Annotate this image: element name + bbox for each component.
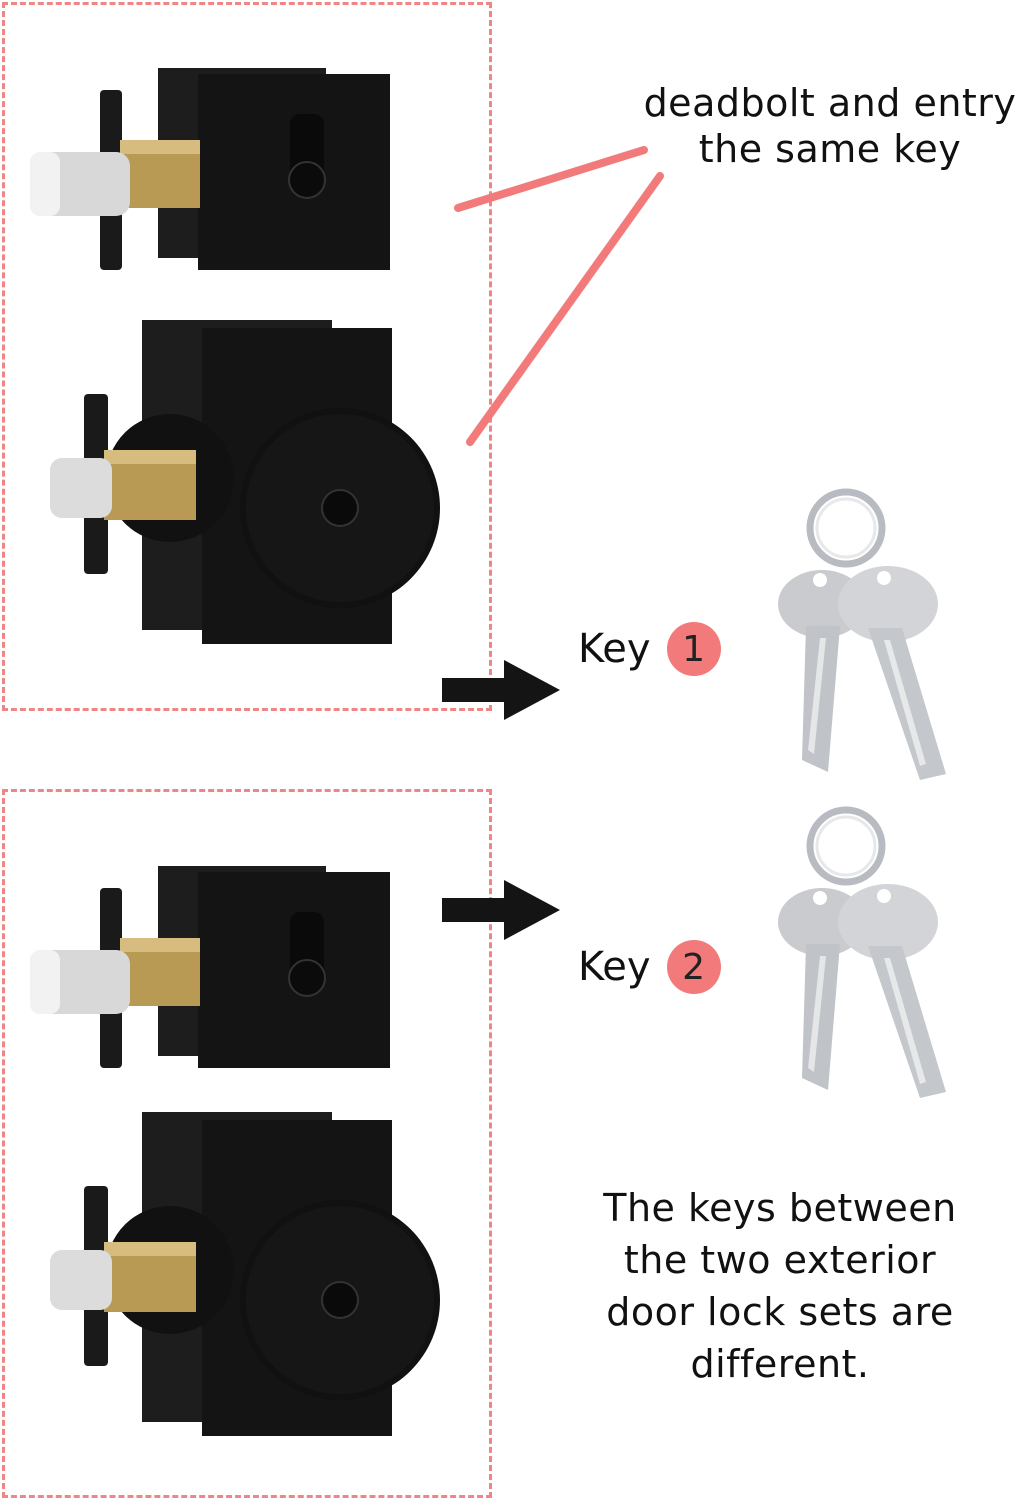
deadbolt-1-image	[30, 68, 390, 270]
key-2-badge: 2	[666, 940, 721, 994]
key-1-label: Key 1	[578, 622, 721, 676]
footer-line-4: different.	[690, 1342, 870, 1386]
footer-note: The keys between the two exterior door l…	[560, 1182, 1000, 1390]
arrow-right-icon	[442, 880, 560, 940]
footer-line-1: The keys between	[603, 1186, 957, 1230]
deadbolt-2-image	[30, 866, 390, 1068]
entry-knob-2-image	[50, 1112, 440, 1436]
annotation-line-1: deadbolt and entry	[643, 81, 1017, 125]
keys-2-icon	[778, 806, 946, 1098]
keys-1-icon	[778, 488, 946, 780]
lockset-2-frame	[2, 789, 492, 1498]
entry-knob-1-image	[50, 320, 440, 644]
key-1-badge: 1	[666, 622, 721, 676]
footer-line-2: the two exterior	[623, 1238, 937, 1282]
key-1-text: Key	[578, 626, 651, 672]
lockset-1-frame	[2, 2, 492, 711]
annotation-line-2: the same key	[698, 127, 962, 171]
annotation-caption: deadbolt and entry the same key	[620, 80, 1029, 172]
key-2-label: Key 2	[578, 940, 721, 994]
arrow-right-icon	[442, 660, 560, 720]
footer-line-3: door lock sets are	[606, 1290, 954, 1334]
key-2-text: Key	[578, 944, 651, 990]
